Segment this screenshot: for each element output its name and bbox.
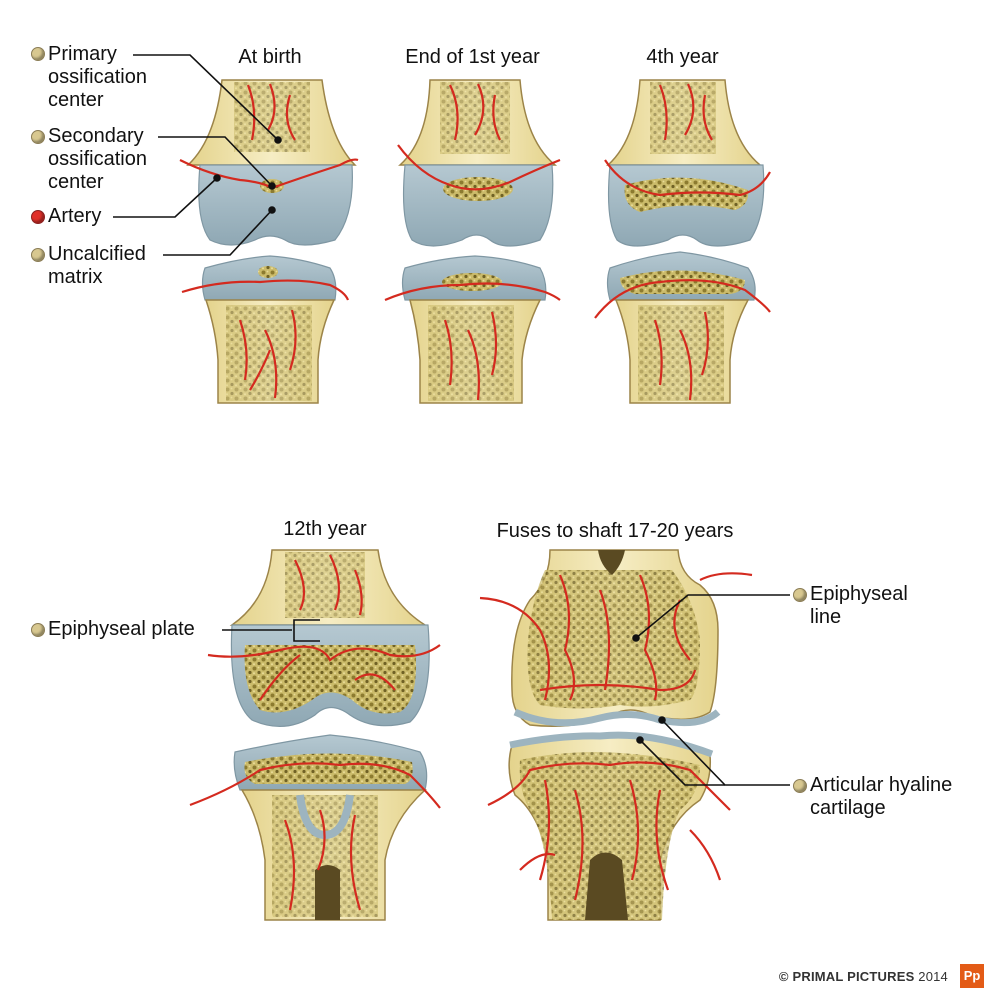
stage-title-fused: Fuses to shaft 17-20 years (496, 520, 734, 542)
credit-text: © PRIMAL PICTURES (778, 969, 915, 984)
stage-first-year-joint (384, 79, 561, 404)
bullet-dot-icon-red (31, 210, 45, 224)
bullet-dot-icon (31, 47, 45, 61)
bullet-dot-icon (31, 248, 45, 262)
articular-cartilage-lower (509, 731, 714, 758)
bullet-dot-icon (31, 130, 45, 144)
bullet-dot-icon (31, 623, 45, 637)
stage-twelfth-year-joint (189, 549, 441, 921)
bullet-dot-icon (793, 588, 807, 602)
stage-title-birth: At birth (238, 46, 302, 68)
bullet-dot-icon (793, 779, 807, 793)
tibia-cartilage (201, 255, 337, 301)
label-articular-hyaline-cartilage: Articular hyaline cartilage (810, 774, 953, 819)
label-artery: Artery (48, 205, 102, 227)
stage-title-twelfth-year: 12th year (283, 518, 367, 540)
credit-year: 2014 (918, 969, 948, 984)
copyright-credit: © PRIMAL PICTURES 2014 (779, 969, 948, 984)
stage-fourth-year-joint (594, 79, 771, 404)
stage-title-first-year: End of 1st year (405, 46, 540, 68)
primal-pictures-logo-icon: Pp (960, 964, 984, 988)
label-epiphyseal-plate: Epiphyseal plate (48, 618, 195, 640)
label-uncalcified-matrix: Uncalcified matrix (48, 243, 146, 288)
stage-fused-joint (479, 549, 753, 921)
label-secondary-ossification-center: Secondary ossification center (48, 125, 147, 193)
label-primary-ossification-center: Primary ossification center (48, 43, 147, 111)
stage-title-fourth-year: 4th year (646, 46, 719, 68)
cartilage-epiphysis (198, 164, 353, 246)
label-epiphyseal-line: Epiphyseal line (810, 583, 908, 628)
medullary-cavity (315, 865, 340, 920)
articular-cartilage-upper (513, 708, 721, 727)
leader-lines (113, 54, 790, 786)
stage-birth-joint (179, 79, 359, 404)
